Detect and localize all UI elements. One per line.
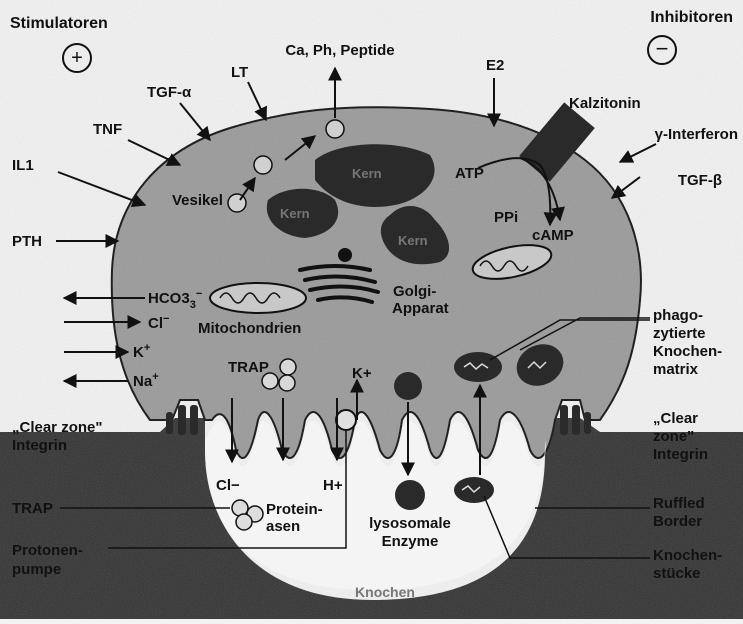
stimulator-tnf: TNF	[93, 121, 122, 138]
label-phago-3: Knochen-	[653, 343, 722, 360]
label-ruffled-2: Border	[653, 513, 702, 530]
stimulator-lt: LT	[231, 64, 248, 81]
inhibitor-tgf-beta: TGF-β	[678, 172, 722, 189]
label-trap-left: TRAP	[12, 500, 53, 517]
label-ruffled-1: Ruffled	[653, 495, 705, 512]
label-camp: cAMP	[532, 227, 574, 244]
lysosome	[394, 372, 422, 400]
inhibitor-calcitonin: Kalzitonin	[569, 95, 641, 112]
label-phago-1: phago-	[653, 307, 703, 324]
label-proton-pump-1: Protonen-	[12, 542, 83, 559]
label-cl-minus-lacuna: Cl−	[216, 477, 240, 494]
label-proton-pump-2: pumpe	[12, 561, 61, 578]
stimulator-pth: PTH	[12, 233, 42, 250]
label-clear-zone-left-2: Integrin	[12, 437, 67, 454]
label-nucleus-2: Kern	[280, 206, 310, 221]
release-ca-ph-peptide: Ca, Ph, Peptide	[285, 42, 394, 59]
label-bone: Knochen	[355, 584, 415, 600]
inhibitors-title: Inhibitoren	[650, 9, 733, 26]
label-vesicle: Vesikel	[172, 192, 223, 209]
label-clear-zone-right-3: Integrin	[653, 446, 708, 463]
label-ppi: PPi	[494, 209, 518, 226]
inhibitor-gamma-interferon: γ-Interferon	[655, 126, 738, 143]
label-h-plus: H+	[323, 477, 343, 494]
inhibitors-minus-symbol: −	[656, 36, 669, 61]
stimulator-tgf-alpha: TGF-α	[147, 84, 192, 101]
proton-pump-icon	[336, 410, 356, 430]
label-clear-zone-right-1: „Clear	[653, 410, 698, 427]
label-proteinases-2: asen	[266, 518, 300, 535]
lysosomal-enzyme-vesicle	[395, 480, 425, 510]
label-phago-4: matrix	[653, 361, 699, 378]
stimulator-il1: IL1	[12, 157, 34, 174]
label-clear-zone-right-2: zone"	[653, 428, 694, 445]
label-fragments-2: stücke	[653, 565, 701, 582]
label-phago-2: zytierte	[653, 325, 706, 342]
label-golgi-1: Golgi-	[393, 283, 436, 300]
label-proteinases-1: Protein-	[266, 501, 323, 518]
label-k-plus: K+	[352, 365, 372, 382]
label-fragments-1: Knochen-	[653, 547, 722, 564]
label-clear-zone-left-1: „Clear zone"	[12, 419, 102, 436]
label-lysosomal-2: Enzyme	[382, 533, 439, 550]
stimulators-title: Stimulatoren	[10, 15, 108, 32]
label-lysosomal-1: lysosomale	[369, 515, 451, 532]
label-nucleus-3: Kern	[398, 233, 428, 248]
label-golgi-2: Apparat	[392, 300, 449, 317]
label-atp: ATP	[455, 165, 484, 182]
label-nucleus-1: Kern	[352, 166, 382, 181]
label-trap-cell: TRAP	[228, 359, 269, 376]
stimulators-plus-symbol: +	[71, 47, 83, 69]
inhibitor-e2: E2	[486, 57, 504, 74]
label-mitochondria: Mitochondrien	[198, 320, 301, 337]
mitochondrion-left	[210, 283, 306, 313]
